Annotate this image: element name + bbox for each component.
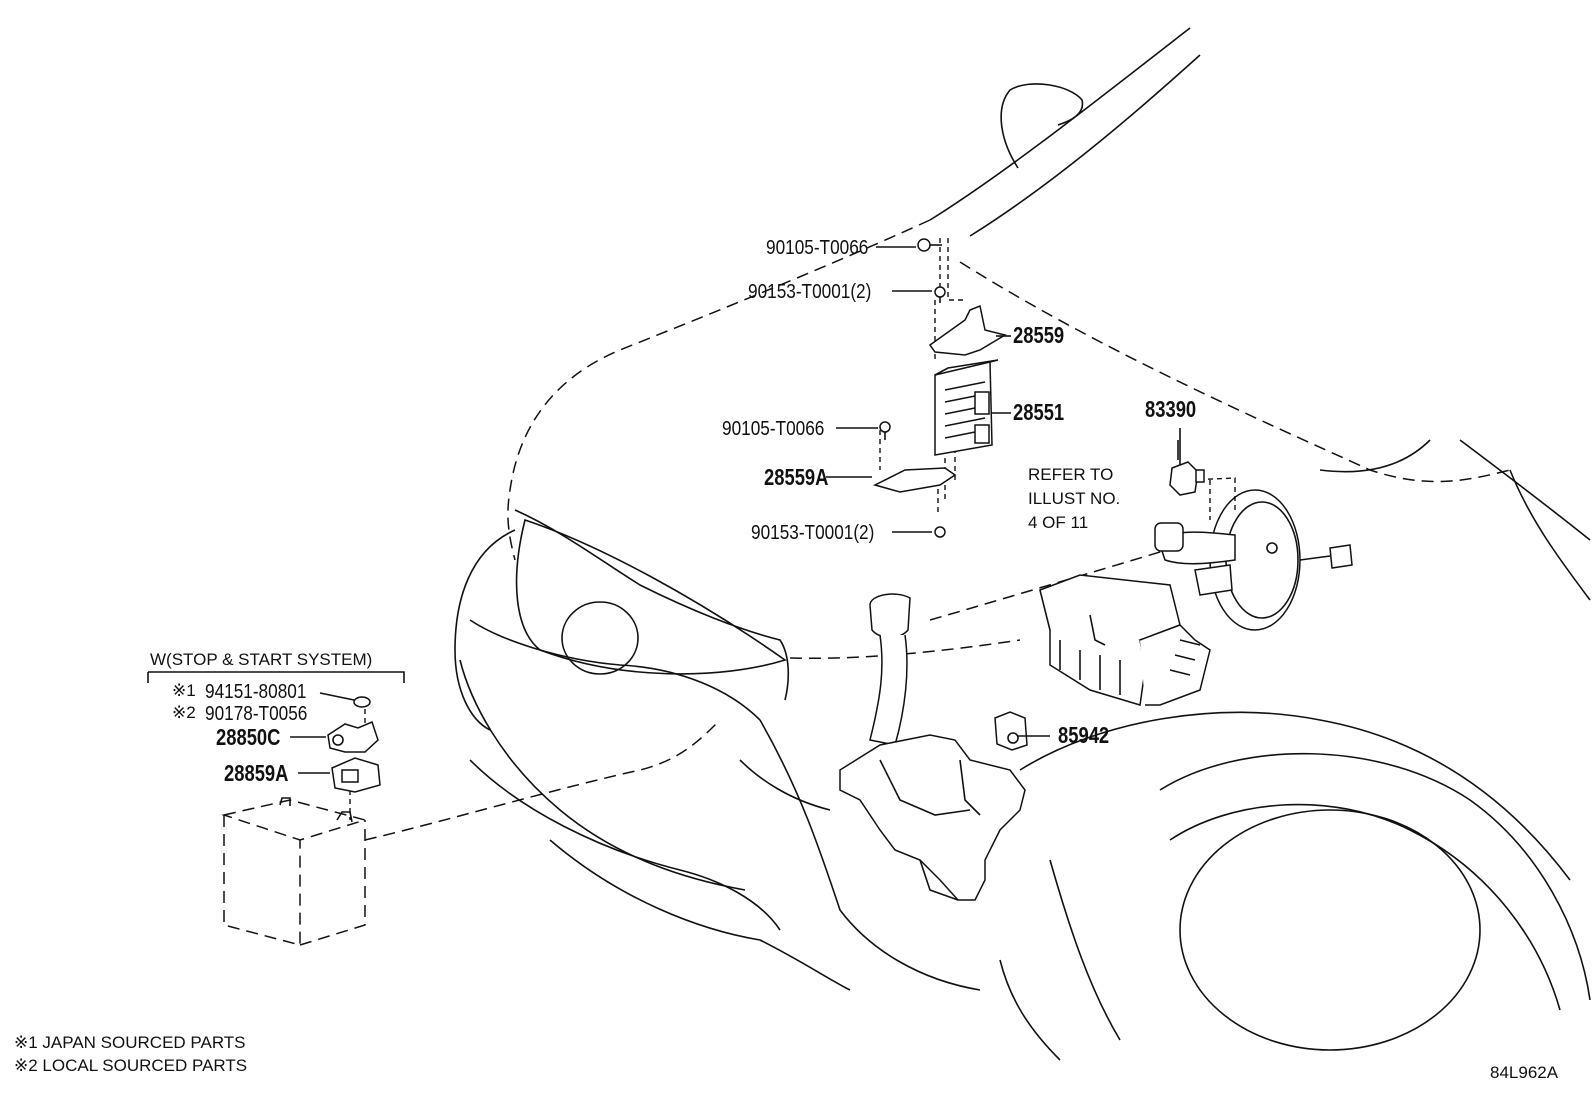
callout-28850c: 28850C [216,724,281,750]
callout-90153-t0001-top: 90153-T0001(2) [748,281,872,303]
bolt-top [917,238,942,252]
bracket-28559 [928,304,1007,356]
callout-90178-t0056: 90178-T0056 [205,703,308,725]
junction-block [1039,574,1211,706]
illustration-id: 84L962A [1490,1063,1559,1082]
japan-mark: ※1 [172,681,196,700]
callout-90105-t0066-mid: 90105-T0066 [722,418,825,440]
callout-28551: 28551 [1013,399,1065,425]
refer-note-line-2: ILLUST NO. [1028,489,1121,508]
callout-85942: 85942 [1058,722,1110,748]
callout-90105-t0066-top: 90105-T0066 [766,237,869,259]
ecu-bracket-assembly [872,238,1007,538]
washer-tank [839,593,1026,901]
callout-28859a: 28859A [224,760,289,786]
clamp-28859a [331,757,381,793]
ecu-28551 [934,359,999,456]
legend-local-sourced: ※2 LOCAL SOURCED PARTS [14,1056,248,1075]
stop-start-parts [147,671,405,820]
leader-lines [290,246,1181,774]
bracket-28559a [872,467,957,493]
brake-booster [1154,477,1353,631]
callout-90153-t0001-bottom: 90153-T0001(2) [751,522,875,544]
legend-japan-sourced: ※1 JAPAN SOURCED PARTS [14,1033,246,1052]
nut-top [934,286,946,303]
sensor-28850c [327,720,379,753]
stop-start-header: W(STOP & START SYSTEM) [150,650,373,669]
nut-stop-start [353,696,371,708]
relay-85942 [994,711,1028,751]
local-mark: ※2 [172,703,196,722]
callout-28559a: 28559A [764,464,829,490]
nut-bottom [934,526,946,538]
battery [221,719,721,946]
callout-94151-80801: 94151-80801 [205,681,307,703]
callout-28559: 28559 [1013,322,1065,348]
bolt-mid [879,421,891,440]
vehicle-outline [454,27,1591,1061]
sensor-83390 [1169,440,1205,496]
refer-note-line-1: REFER TO [1028,465,1114,484]
refer-note-line-3: 4 OF 11 [1028,513,1089,532]
callout-83390: 83390 [1145,396,1197,422]
